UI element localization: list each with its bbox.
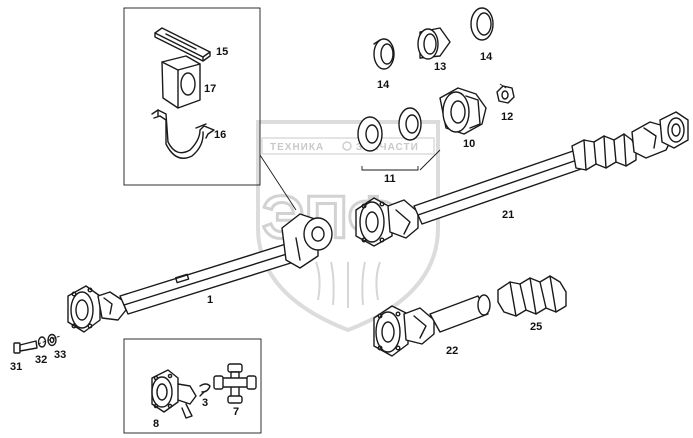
part-1-front-shaft[interactable] xyxy=(67,213,333,333)
kit-box-top xyxy=(123,7,261,186)
watermark-right-word: ЗАПЧАСТИ xyxy=(356,142,419,153)
callout-10: 10 xyxy=(463,138,475,150)
part-14-ring-a[interactable] xyxy=(373,38,395,70)
callout-1: 1 xyxy=(207,294,213,306)
callout-15: 15 xyxy=(216,46,228,58)
part-22-slip-yoke[interactable] xyxy=(373,294,491,357)
gear-icon xyxy=(342,141,352,151)
callout-21: 21 xyxy=(502,209,514,221)
part-31-bolt[interactable] xyxy=(13,340,38,354)
callout-3: 3 xyxy=(202,397,208,409)
part-16-bracket[interactable] xyxy=(151,109,215,159)
callout-11: 11 xyxy=(384,173,396,185)
leader-lines xyxy=(259,83,507,211)
part-3-circlip[interactable] xyxy=(199,383,211,397)
callout-31: 31 xyxy=(10,361,22,373)
part-15-strip[interactable] xyxy=(154,27,211,62)
part-25-boot[interactable] xyxy=(497,275,567,317)
callout-7: 7 xyxy=(233,406,239,418)
callout-17: 17 xyxy=(204,83,216,95)
part-17-cushion[interactable] xyxy=(161,55,201,109)
watermark-left-word: ТЕХНИКА xyxy=(270,142,324,153)
part-11-bearing[interactable] xyxy=(357,116,383,152)
assembly-line xyxy=(37,335,61,345)
callout-22: 22 xyxy=(446,345,458,357)
callout-25: 25 xyxy=(530,321,542,333)
callout-8: 8 xyxy=(153,418,159,430)
callout-32: 32 xyxy=(35,354,47,366)
part-12-nut[interactable] xyxy=(496,85,515,104)
part-32-washer[interactable] xyxy=(37,336,47,348)
wheat-icon xyxy=(315,261,381,308)
callout-16: 16 xyxy=(214,129,226,141)
part-21-rear-shaft[interactable] xyxy=(355,111,689,247)
part-10-flange[interactable] xyxy=(439,87,487,135)
callout-33: 33 xyxy=(54,349,66,361)
part-11-seal[interactable] xyxy=(398,107,422,141)
callout-bracket-11 xyxy=(361,166,419,171)
part-14-ring-b[interactable] xyxy=(470,7,494,41)
callout-14-a: 14 xyxy=(377,79,390,91)
callout-13: 13 xyxy=(434,61,446,73)
part-8-flange-yoke[interactable] xyxy=(151,369,197,419)
part-7-cross[interactable] xyxy=(213,363,257,404)
kit-box-bottom xyxy=(123,338,262,434)
callout-12: 12 xyxy=(501,111,513,123)
part-13-ring[interactable] xyxy=(417,27,451,60)
callout-14-b: 14 xyxy=(480,51,493,63)
